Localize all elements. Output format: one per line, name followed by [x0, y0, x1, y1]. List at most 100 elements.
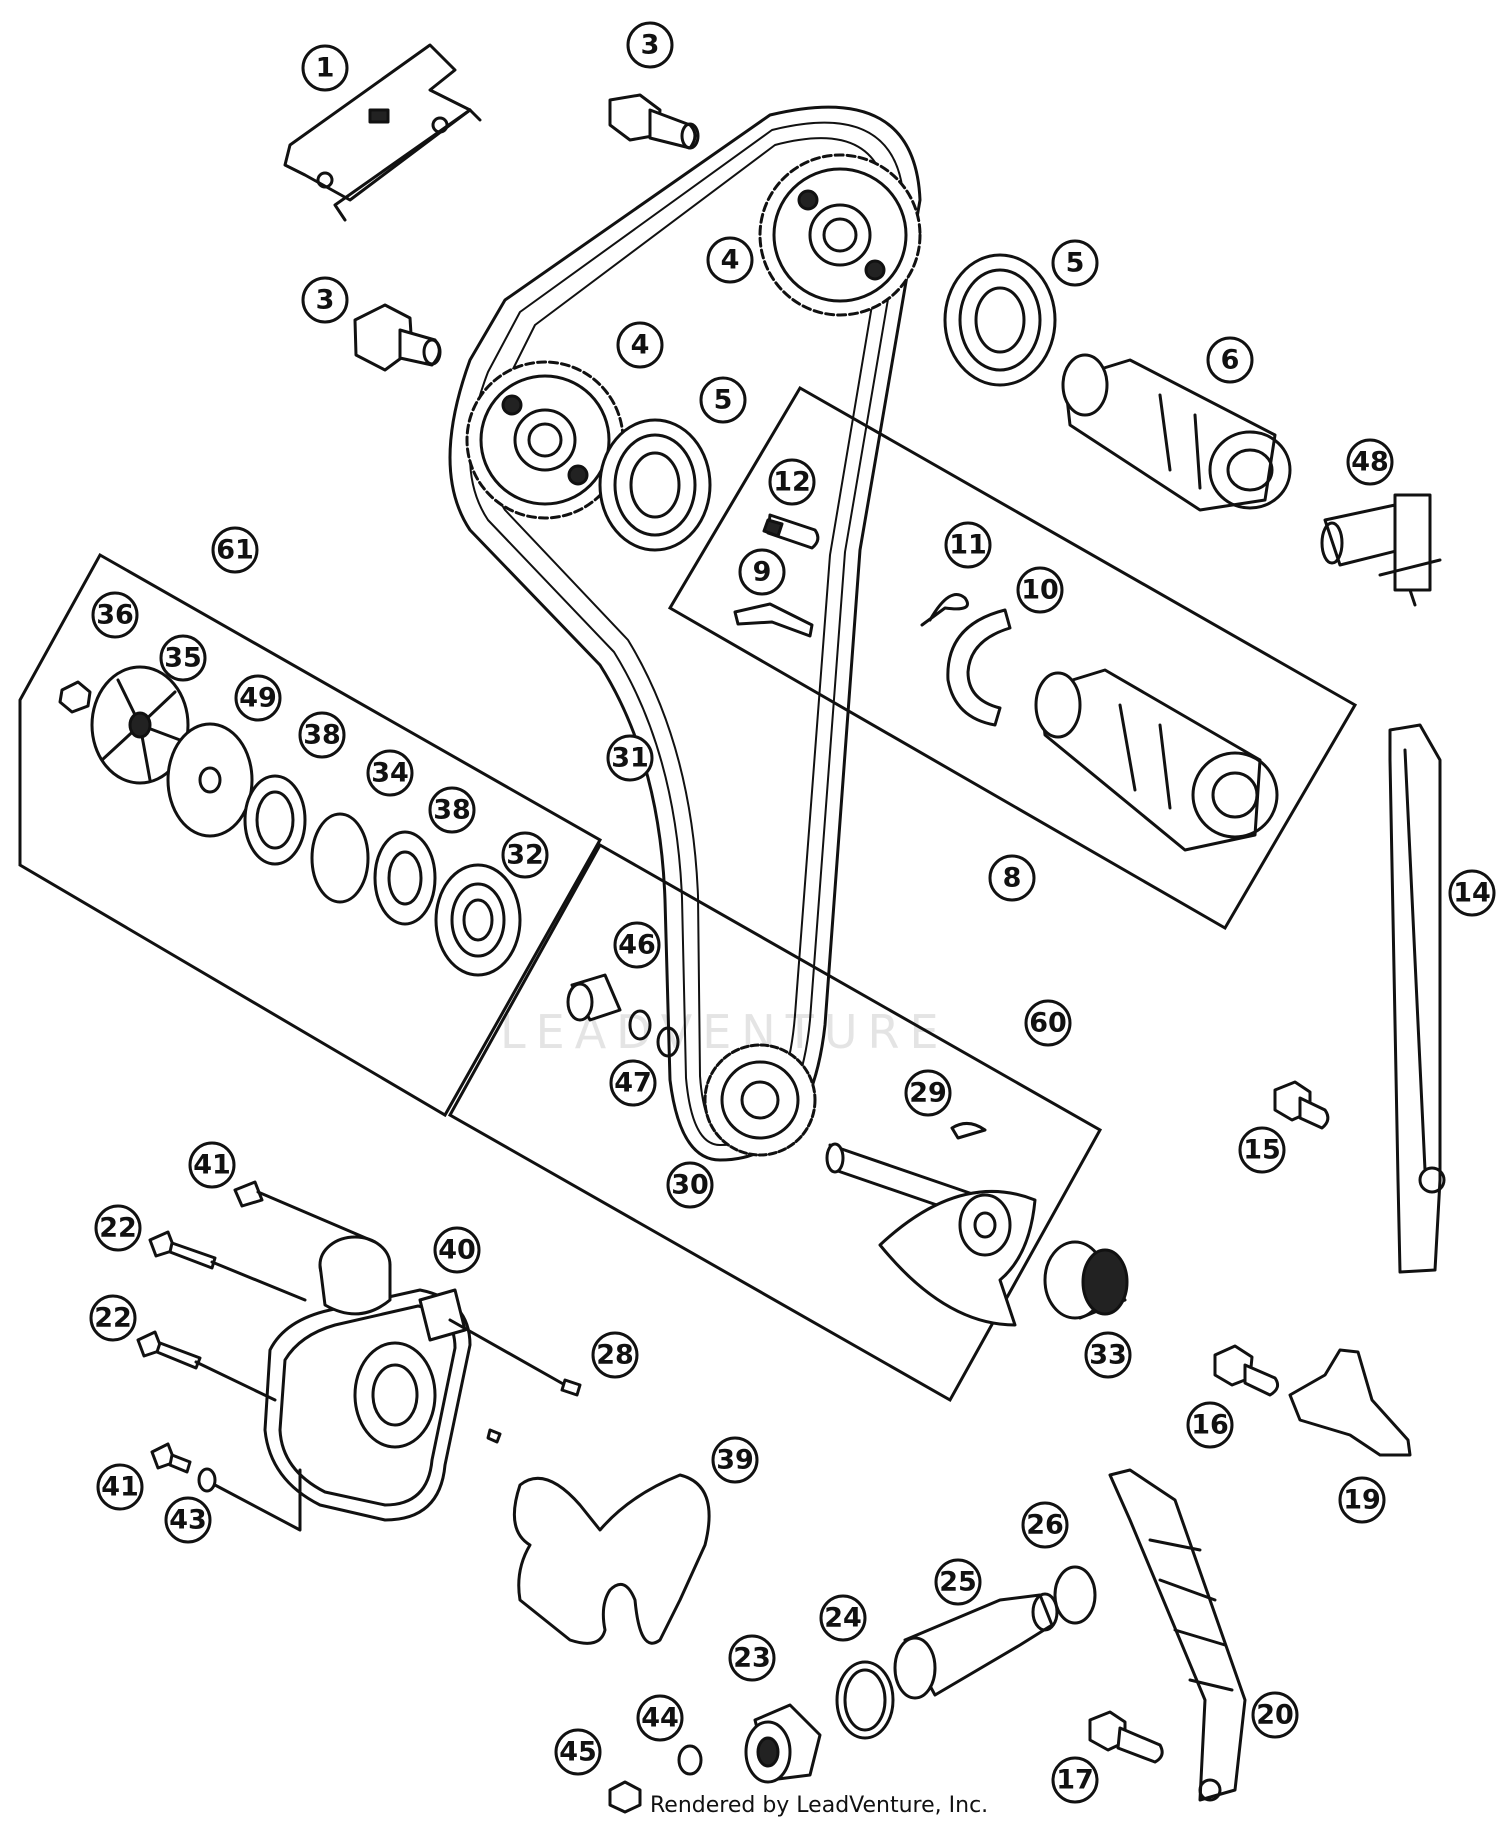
watermark-text: LEADVENTURE: [500, 1005, 949, 1059]
part-41-upper-bolt: [233, 1180, 377, 1244]
svg-text:38: 38: [433, 795, 471, 826]
svg-text:8: 8: [1003, 863, 1022, 894]
svg-text:24: 24: [824, 1603, 862, 1634]
svg-text:60: 60: [1029, 1008, 1067, 1039]
svg-text:36: 36: [96, 600, 134, 631]
part-22-lower-bolt: [136, 1330, 277, 1402]
callout-34: 34: [366, 749, 414, 797]
svg-text:14: 14: [1453, 878, 1491, 909]
callout-30: 30: [666, 1161, 714, 1209]
part-47-rings: [628, 1009, 680, 1058]
svg-text:33: 33: [1089, 1340, 1127, 1371]
group-box-61: [18, 552, 603, 1118]
part-36-small-nut: [58, 680, 92, 714]
callout-22-lower: 22: [89, 1294, 137, 1342]
svg-text:49: 49: [239, 683, 277, 714]
part-32-bearing: [434, 863, 522, 977]
part-4-lower-camshaft-sprocket: [465, 360, 625, 520]
callout-33: 33: [1084, 1331, 1132, 1379]
callout-38-lower: 38: [428, 786, 476, 834]
part-60-balancer-shaft: [825, 1142, 1037, 1327]
callout-10: 10: [1016, 566, 1064, 614]
part-45-nut: [608, 1780, 642, 1814]
svg-text:32: 32: [506, 840, 544, 871]
part-35-impeller: [90, 665, 190, 785]
part-29-woodruff-key: [950, 1122, 987, 1140]
callout-48: 48: [1346, 438, 1394, 486]
part-39-gasket: [512, 1473, 711, 1645]
callout-39: 39: [711, 1436, 759, 1484]
part-44-o-ring: [677, 1744, 703, 1776]
svg-text:45: 45: [559, 1737, 597, 1768]
part-5-lower-bearing: [598, 418, 712, 552]
part-17-bolt: [1088, 1710, 1164, 1764]
part-5-upper-bearing: [943, 253, 1057, 387]
part-46-bushing: [566, 973, 622, 1022]
callout-23: 23: [728, 1634, 776, 1682]
svg-text:61: 61: [216, 535, 254, 566]
callout-41-lower: 41: [96, 1463, 144, 1511]
svg-text:34: 34: [371, 758, 409, 789]
svg-text:15: 15: [1243, 1135, 1281, 1166]
callout-22-upper: 22: [94, 1204, 142, 1252]
callout-4-lower: 4: [616, 321, 664, 369]
svg-text:17: 17: [1056, 1765, 1094, 1796]
svg-text:19: 19: [1343, 1485, 1381, 1516]
svg-text:31: 31: [611, 743, 649, 774]
callout-5-upper: 5: [1051, 239, 1099, 287]
svg-text:23: 23: [733, 1643, 771, 1674]
part-19-tensioner-shoe: [1288, 1348, 1412, 1457]
callout-49: 49: [234, 674, 282, 722]
part-34-circlip: [310, 812, 370, 904]
callout-1: 1: [301, 44, 349, 92]
callout-38-upper: 38: [298, 711, 346, 759]
water-pump-cover: [263, 1235, 472, 1522]
svg-text:22: 22: [99, 1213, 137, 1244]
part-1-chain-guide-bracket: [283, 43, 482, 222]
part-20-tensioner-rail: [1108, 1468, 1247, 1802]
callout-16: 16: [1186, 1401, 1234, 1449]
svg-text:4: 4: [631, 330, 650, 361]
part-9-rocker-arm: [733, 602, 814, 638]
callout-29: 29: [904, 1069, 952, 1117]
svg-text:35: 35: [164, 643, 202, 674]
callout-11: 11: [944, 521, 992, 569]
svg-text:39: 39: [716, 1445, 754, 1476]
svg-text:5: 5: [1066, 248, 1085, 279]
svg-text:29: 29: [909, 1078, 947, 1109]
callout-28: 28: [591, 1331, 639, 1379]
svg-text:46: 46: [618, 930, 656, 961]
svg-text:25: 25: [939, 1567, 977, 1598]
group-box-8: [667, 385, 1358, 931]
callout-40: 40: [433, 1226, 481, 1274]
svg-text:41: 41: [101, 1472, 139, 1503]
callout-17: 17: [1051, 1756, 1099, 1804]
part-3-left-bolt: [353, 303, 442, 372]
callout-3-left: 3: [301, 276, 349, 324]
part-38-washer-1: [243, 774, 307, 866]
svg-text:20: 20: [1256, 1700, 1294, 1731]
svg-text:3: 3: [316, 285, 335, 316]
callout-26: 26: [1021, 1501, 1069, 1549]
part-3-top-bolt: [608, 93, 700, 150]
svg-text:30: 30: [671, 1170, 709, 1201]
callout-31: 31: [606, 734, 654, 782]
callout-12: 12: [768, 458, 816, 506]
callout-8: 8: [988, 854, 1036, 902]
svg-text:1: 1: [316, 53, 335, 84]
callout-44: 44: [636, 1694, 684, 1742]
callout-61: 61: [211, 526, 259, 574]
callout-5-lower: 5: [699, 376, 747, 424]
svg-text:22: 22: [94, 1303, 132, 1334]
svg-text:38: 38: [303, 720, 341, 751]
part-10-half-ring: [946, 608, 1012, 727]
part-14-chain-guide: [1388, 723, 1446, 1274]
group-box-60: [447, 842, 1103, 1403]
callout-47: 47: [609, 1059, 657, 1107]
callout-3-top: 3: [626, 21, 674, 69]
callout-14: 14: [1448, 869, 1496, 917]
svg-text:48: 48: [1351, 447, 1389, 478]
svg-text:10: 10: [1021, 575, 1059, 606]
svg-text:3: 3: [641, 30, 660, 61]
